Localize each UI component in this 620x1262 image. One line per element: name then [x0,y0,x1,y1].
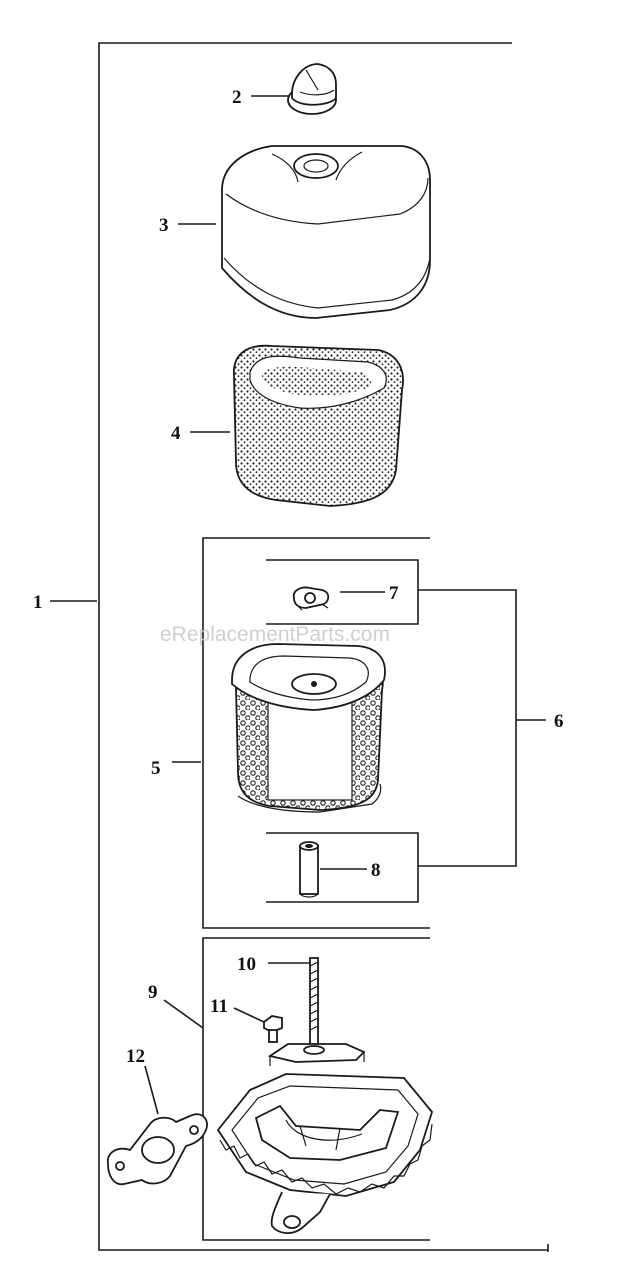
leader-11 [233,1007,265,1023]
callout-10: 10 [237,954,256,975]
air-cleaner-cover-icon [221,145,431,319]
callout-9: 9 [148,982,158,1003]
callout-3: 3 [159,215,169,236]
screw-icon [263,1015,283,1043]
bracket-item-7 [266,559,419,625]
assembly-bracket-1 [98,42,548,1251]
assembly-bracket-5 [202,537,430,929]
air-cleaner-base-icon [216,1073,434,1234]
callout-6: 6 [554,711,564,732]
callout-11: 11 [210,996,228,1017]
callout-7: 7 [389,583,399,604]
leader-9 [163,999,204,1029]
foam-precleaner-icon [233,344,404,507]
bracket-item-8 [266,832,419,903]
callout-2: 2 [232,87,242,108]
callout-8: 8 [371,860,381,881]
stud-icon [267,957,366,1066]
watermark: eReplacementParts.com [160,623,390,646]
callout-5: 5 [151,758,161,779]
spacer-tube-icon [299,841,319,898]
callout-1: 1 [33,592,43,613]
bracket-item-6 [418,589,517,867]
callout-12: 12 [126,1046,145,1067]
seal-nut-icon [292,586,330,611]
knob-icon [287,63,337,115]
assembly-bracket-9 [202,937,430,1241]
gasket-icon [106,1113,208,1186]
paper-filter-element-icon [231,643,386,813]
callout-4: 4 [171,423,181,444]
leader-12 [144,1065,159,1115]
